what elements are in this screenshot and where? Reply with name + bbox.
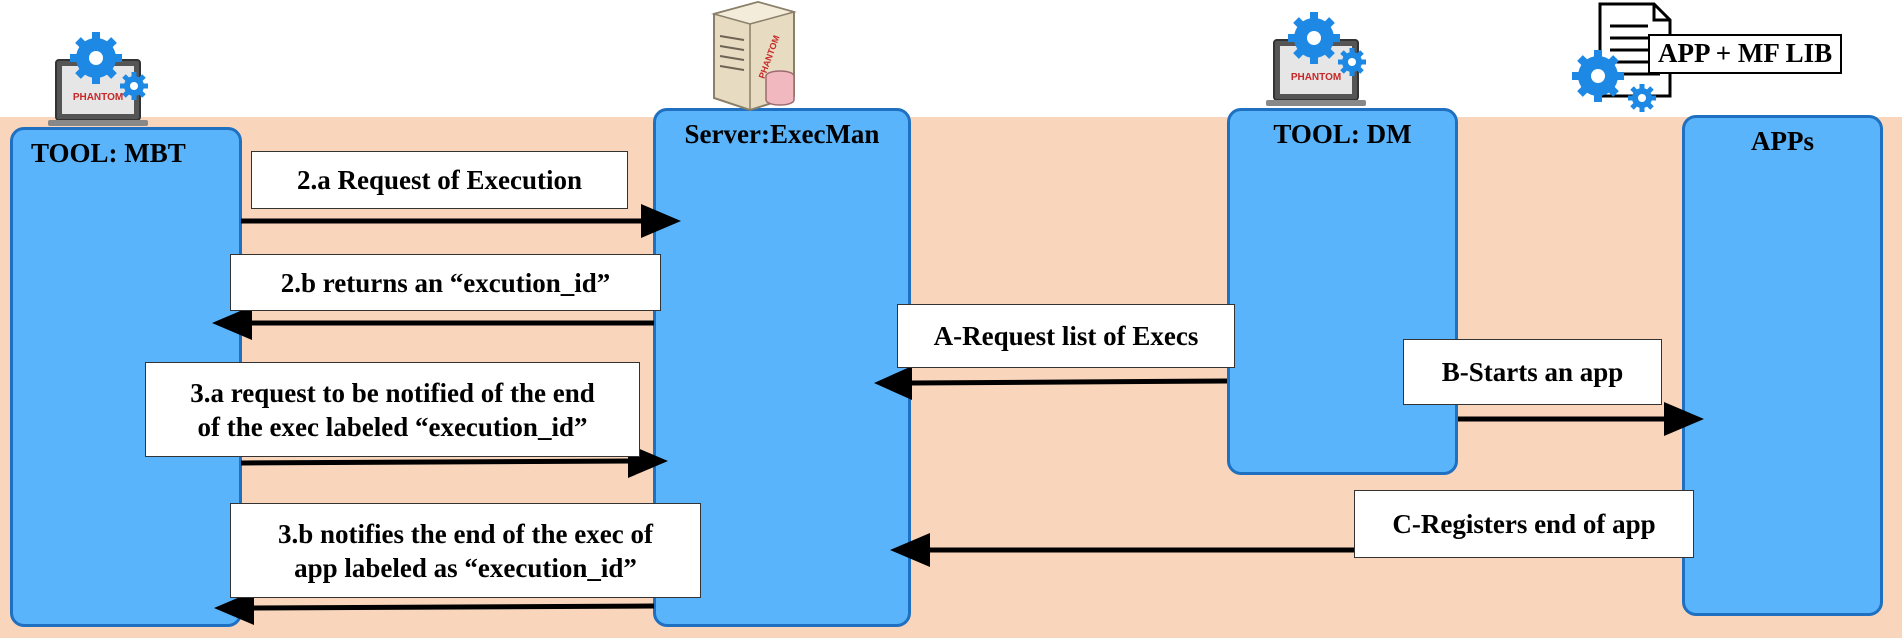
arrow-2b: [212, 306, 654, 340]
laptop-gears-icon: PHANTOM: [48, 32, 148, 126]
arrow-b: [1458, 402, 1704, 436]
lane-tool-dm: TOOL: DM: [1227, 108, 1458, 475]
message-3b-label: 3.b notifies the end of the exec of app …: [230, 503, 701, 598]
apps-doc-label: APP + MF LIB: [1648, 34, 1843, 74]
arrow-2a: [241, 204, 681, 238]
lane-title-mbt: TOOL: MBT: [31, 138, 186, 168]
message-3a-line2: of the exec labeled “execution_id”: [197, 411, 588, 442]
lane-apps: APPs: [1682, 115, 1883, 616]
message-3b-line2: app labeled as “execution_id”: [294, 552, 637, 583]
message-3a-label: 3.a request to be notified of the end of…: [145, 362, 640, 457]
lane-title-apps: APPs: [1751, 126, 1814, 156]
server-database-icon: PHANTOM: [711, 0, 797, 112]
message-2b-label: 2.b returns an “excution_id”: [230, 254, 661, 311]
laptop-gears-icon: PHANTOM: [1266, 12, 1366, 106]
message-a-label: A-Request list of Execs: [897, 304, 1235, 368]
arrow-c: [890, 533, 1354, 567]
svg-text:PHANTOM: PHANTOM: [73, 92, 123, 103]
message-b-label: B-Starts an app: [1403, 339, 1662, 405]
lane-title-dm: TOOL: DM: [1273, 119, 1412, 149]
message-3a-line1: 3.a request to be notified of the end: [190, 377, 595, 408]
arrow-a: [874, 366, 1228, 400]
arrow-3b: [214, 591, 655, 625]
svg-text:PHANTOM: PHANTOM: [1291, 72, 1341, 83]
message-3b-line1: 3.b notifies the end of the exec of: [278, 518, 653, 549]
message-2a-label: 2.a Request of Execution: [251, 151, 628, 209]
message-c-label: C-Registers end of app: [1354, 490, 1694, 558]
lane-title-execman: Server:ExecMan: [684, 119, 880, 149]
